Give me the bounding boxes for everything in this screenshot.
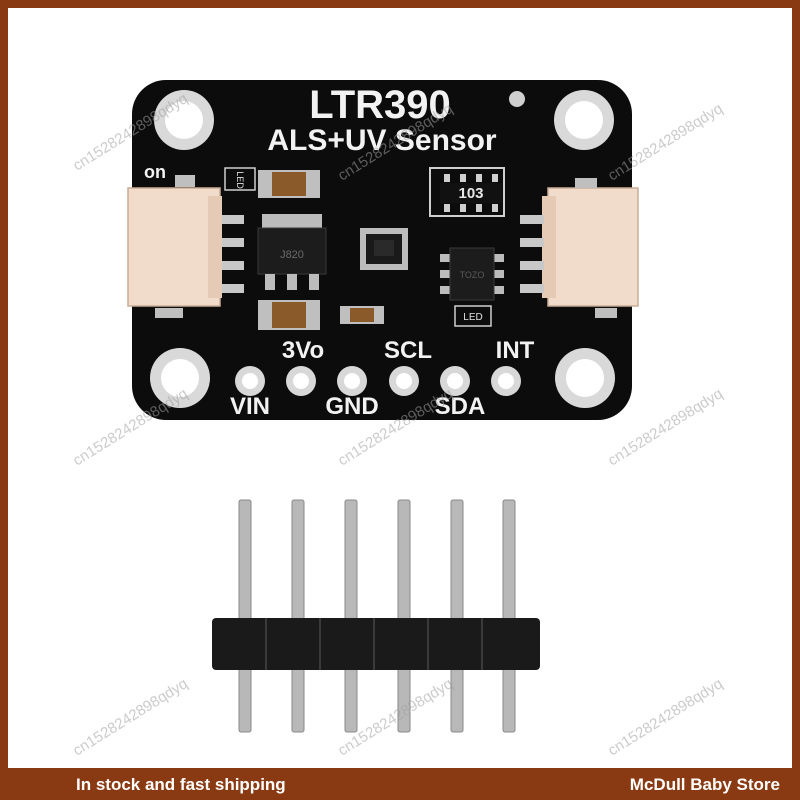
resistor-code: 103 — [458, 185, 483, 202]
solder-pads — [235, 366, 521, 396]
ltr390-sensor-chip — [360, 228, 408, 270]
footer-store-name: McDull Baby Store — [629, 775, 780, 794]
led-label-top: LED — [235, 171, 245, 189]
footer-shipping-text: In stock and fast shipping — [76, 775, 286, 794]
pin-label-gnd: GND — [325, 393, 378, 420]
mounting-holes — [150, 90, 615, 408]
header-pins — [212, 499, 540, 733]
led-label-bottom: LED — [463, 312, 482, 323]
board-edge-text: on — [144, 162, 166, 182]
pin-label-int: INT — [496, 337, 535, 364]
pin-label-scl: SCL — [384, 337, 432, 364]
status-leds: LED LED — [224, 167, 492, 327]
pin-label-sda: SDA — [435, 393, 486, 420]
pin-label-3vo: 3Vo — [282, 337, 324, 364]
chip-code: TOZO — [460, 270, 485, 280]
left-connector — [127, 175, 244, 318]
regulator-code: J820 — [280, 249, 304, 261]
voltage-regulator: J820 — [257, 214, 327, 290]
resistor-array: 103 — [429, 167, 505, 217]
right-connector — [520, 178, 639, 318]
board-subtitle: ALS+UV Sensor — [267, 124, 497, 157]
level-shifter-chip: TOZO — [440, 247, 504, 301]
board-title: LTR390 — [309, 83, 451, 127]
footer-banner: In stock and fast shipping McDull Baby S… — [0, 768, 800, 800]
pin-label-vin: VIN — [230, 393, 270, 420]
fiducial-dot — [509, 91, 525, 107]
capacitors — [258, 170, 384, 330]
